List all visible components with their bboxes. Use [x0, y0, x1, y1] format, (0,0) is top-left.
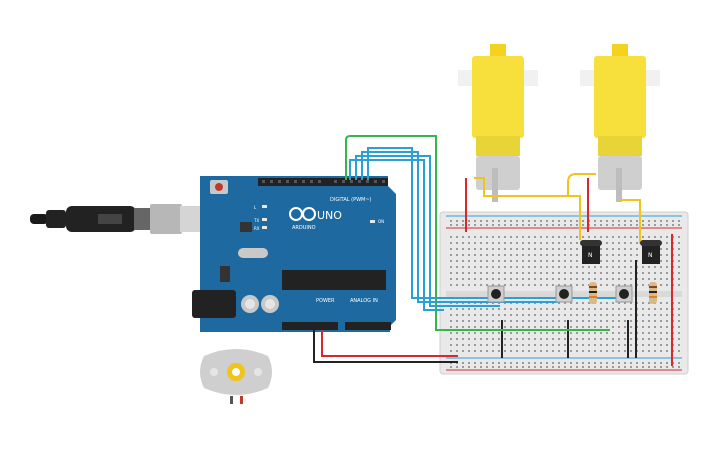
gear-motor-1[interactable] — [458, 44, 538, 202]
transistor-1-label: N — [588, 252, 593, 259]
resistor-1[interactable] — [589, 282, 597, 304]
on-label: ON — [378, 219, 384, 224]
push-button-3[interactable] — [615, 285, 633, 303]
arduino-logo-icon — [289, 207, 316, 221]
microcontroller-chip — [282, 270, 386, 290]
analog-label: ANALOG IN — [350, 298, 378, 304]
transistor-1[interactable]: N — [580, 240, 602, 264]
model-label: UNO — [317, 209, 342, 222]
push-button-2[interactable] — [555, 285, 573, 303]
l-label: L — [254, 205, 257, 210]
dc-motor-icon[interactable] — [200, 349, 272, 404]
resistor-2[interactable] — [649, 282, 657, 304]
push-button-1[interactable] — [487, 285, 505, 303]
wires[interactable] — [313, 135, 673, 366]
power-label: POWER — [316, 298, 335, 304]
transistor-2[interactable]: N — [640, 240, 662, 264]
gear-motor-2[interactable] — [580, 44, 660, 202]
digital-label: DIGITAL (PWM~) — [330, 197, 372, 203]
tx-label: TX — [253, 218, 259, 223]
gear-icon — [227, 363, 245, 381]
arduino-board[interactable]: DIGITAL (PWM~) UNO ARDUINO L TX RX ON PO… — [192, 176, 396, 332]
rx-label: RX — [254, 226, 260, 231]
brand-label: ARDUINO — [292, 225, 316, 231]
usb-cable-icon[interactable] — [30, 204, 210, 234]
transistor-2-label: N — [648, 252, 653, 259]
power-jack[interactable] — [192, 290, 236, 318]
